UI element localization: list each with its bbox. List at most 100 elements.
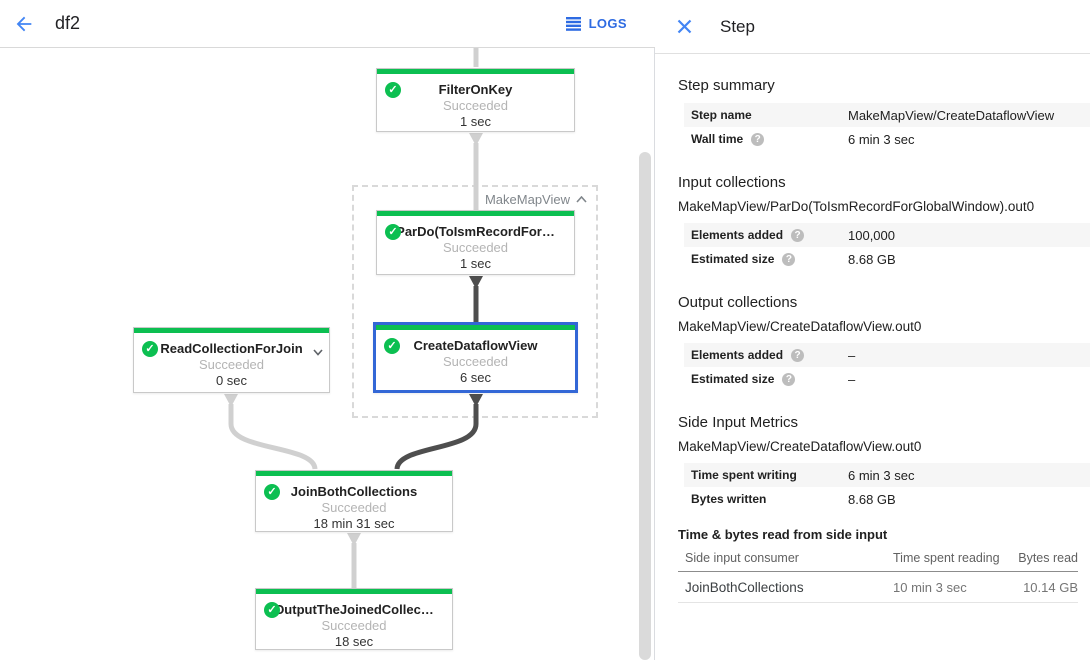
logs-button[interactable]: LOGS [565,16,627,31]
row-label: Bytes written [691,492,767,506]
section-heading-side-input-metrics: Side Input Metrics [678,414,799,431]
node-time: 18 sec [334,634,374,649]
row-wall-time: Wall time ? 6 min 3 sec [684,127,1090,151]
row-label: Estimated size ? [691,372,848,386]
node-time: 6 sec [459,370,492,385]
logs-label: LOGS [588,16,627,31]
check-circle-icon: ✓ [264,484,280,500]
node-status-bar [134,328,329,333]
row-label: Elements added ? [691,348,848,362]
close-button[interactable] [674,17,694,37]
group-collapse-toggle[interactable]: MakeMapView [485,192,587,207]
graph-node-readcollectionforjoin[interactable]: ✓ ReadCollectionForJoin Succeeded 0 sec [133,327,330,393]
help-icon[interactable]: ? [751,132,765,146]
node-status-bar [376,325,575,330]
pipeline-graph-pane: MakeMapView ✓ FilterOnKey Succeeded 1 se… [0,0,655,660]
cell-bytes: 10.14 GB [1023,579,1078,595]
edge-read-join [228,404,318,470]
graph-node-filteronkey[interactable]: ✓ FilterOnKey Succeeded 1 sec [376,68,575,132]
row-estimated-size: Estimated size ? – [684,367,1090,391]
job-title: df2 [55,13,81,33]
help-icon[interactable]: ? [782,372,796,386]
step-detail-panel: Step Step summary Step name MakeMapView/… [655,0,1090,660]
row-time-spent-writing: Time spent writing 6 min 3 sec [684,463,1090,487]
node-status: Succeeded [442,354,509,369]
row-label: Estimated size ? [691,252,848,266]
check-circle-icon: ✓ [142,341,158,357]
section-heading-step-summary: Step summary [678,77,775,94]
node-status: Succeeded [442,240,509,255]
row-value: 100,000 [848,227,895,243]
cell-time: 10 min 3 sec [893,579,967,595]
section-heading-output-collections: Output collections [678,294,798,311]
arrow-pardo-out-icon [469,276,483,289]
row-value: 8.68 GB [848,251,896,267]
row-value: – [848,371,856,387]
logs-list-icon [565,16,581,31]
cell-consumer: JoinBothCollections [685,579,804,595]
node-status: Succeeded [198,357,265,372]
row-elements-added: Elements added ? 100,000 [684,223,1090,247]
side-input-metrics-rows: Time spent writing 6 min 3 sec Bytes wri… [655,463,1090,511]
row-label: Step name [691,108,752,122]
row-label: Elements added ? [691,228,848,242]
row-label: Time spent writing [691,468,797,482]
check-circle-icon: ✓ [384,338,400,354]
node-time: 1 sec [459,256,492,271]
arrow-read-out-icon [224,394,238,407]
graph-node-pardo-toismrecord[interactable]: ✓ ParDo(ToIsmRecordFor… Succeeded 1 sec [376,210,575,275]
node-status-bar [256,589,452,594]
node-status: Succeeded [321,500,387,515]
chevron-down-icon[interactable] [313,343,323,361]
table-title: Time & bytes read from side input [678,527,888,542]
panel-title: Step [720,16,755,36]
node-title: JoinBothCollections [290,484,418,499]
row-elements-added: Elements added ? – [684,343,1090,367]
row-value: 6 min 3 sec [848,467,915,483]
arrow-createview-out-icon [469,394,483,407]
row-estimated-size: Estimated size ? 8.68 GB [684,247,1090,271]
node-title: FilterOnKey [438,82,513,97]
row-step-name: Step name MakeMapView/CreateDataflowView [684,103,1090,127]
node-time: 0 sec [215,373,248,388]
help-icon[interactable]: ? [782,252,796,266]
node-title: CreateDataflowView [413,338,538,353]
graph-node-outputthejoined[interactable]: ✓ OutputTheJoinedCollec… Succeeded 18 se… [255,588,453,650]
edge-createview-join [394,404,479,470]
job-header: df2 LOGS [0,0,655,48]
node-status: Succeeded [321,618,387,633]
side-input-collection-name: MakeMapView/CreateDataflowView.out0 [678,439,922,454]
node-status-bar [256,471,452,476]
node-title: ReadCollectionForJoin [160,341,303,356]
arrow-filteronkey-out-icon [469,133,483,146]
row-value: MakeMapView/CreateDataflowView [848,107,1055,123]
input-collections-rows: Elements added ? 100,000 Estimated size … [655,223,1090,271]
arrow-join-out-icon [347,533,361,546]
row-bytes-written: Bytes written 8.68 GB [684,487,1090,511]
check-circle-icon: ✓ [264,602,280,618]
column-header-consumer: Side input consumer [685,551,799,565]
table-row: JoinBothCollections 10 min 3 sec 10.14 G… [678,572,1078,603]
row-value: 8.68 GB [848,491,896,507]
arrow-back-icon [16,16,32,31]
node-time: 18 min 31 sec [313,516,395,531]
pane-divider [654,0,655,660]
graph-node-createdataflowview[interactable]: ✓ CreateDataflowView Succeeded 6 sec [373,322,578,393]
input-collection-name: MakeMapView/ParDo(ToIsmRecordForGlobalWi… [678,199,1035,214]
step-summary-rows: Step name MakeMapView/CreateDataflowView… [655,103,1090,151]
node-status-bar [377,69,574,74]
help-icon[interactable]: ? [791,228,805,242]
chevron-up-icon [576,196,587,203]
help-icon[interactable]: ? [791,348,805,362]
column-header-time: Time spent reading [893,551,1000,565]
graph-node-joinbothcollections[interactable]: ✓ JoinBothCollections Succeeded 18 min 3… [255,470,453,532]
node-status: Succeeded [442,98,509,113]
row-value: – [848,347,856,363]
back-button[interactable] [10,10,38,38]
graph-edges [224,48,483,589]
panel-header: Step [655,0,1090,54]
graph-vertical-scrollbar[interactable] [639,152,651,660]
group-label: MakeMapView [484,192,570,207]
output-collections-rows: Elements added ? – Estimated size ? – [655,343,1090,391]
